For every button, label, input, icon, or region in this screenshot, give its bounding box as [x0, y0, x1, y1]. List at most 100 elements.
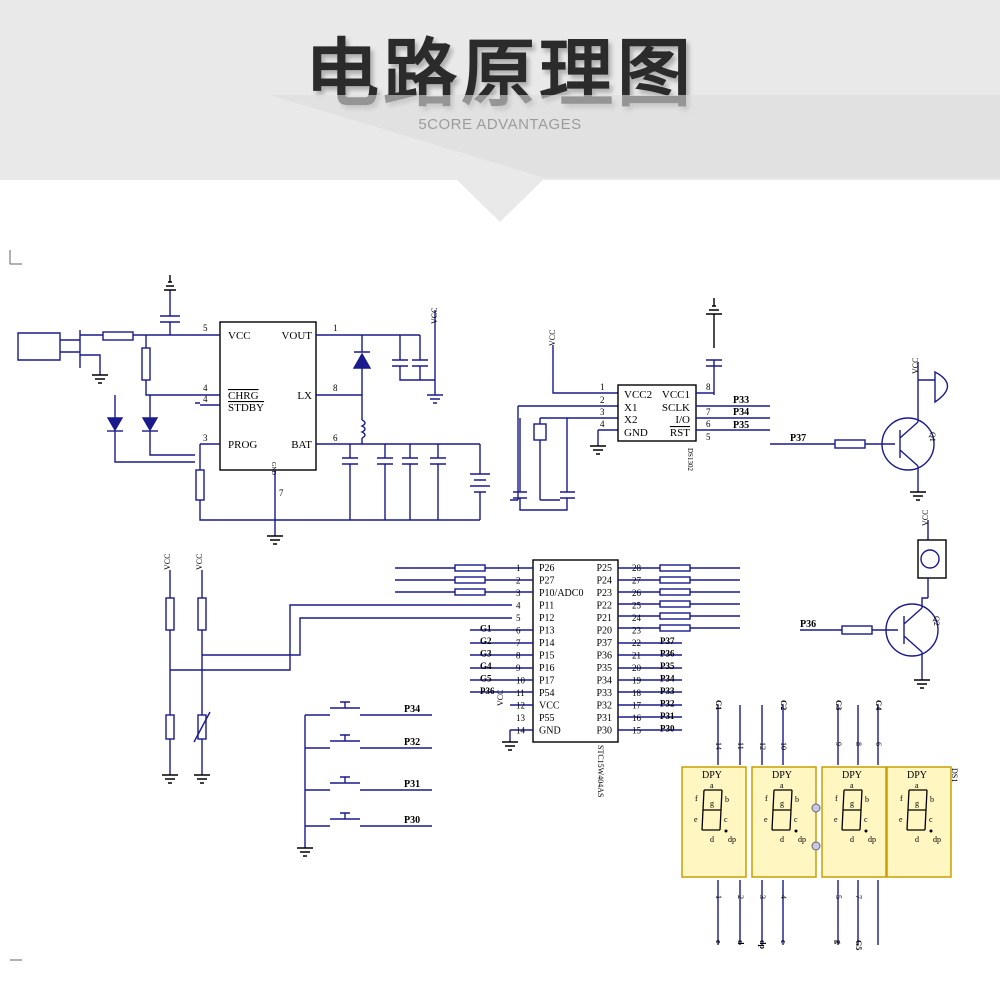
- u3-net-right-7: P37: [660, 636, 675, 646]
- u1-pin-num-7: 7: [279, 488, 284, 498]
- segment-letter-a: a: [915, 781, 919, 790]
- segment-f: [907, 789, 910, 811]
- u1-pin-vout: VOUT: [281, 330, 312, 342]
- segment-letter-d: d: [850, 835, 854, 844]
- segment-dp: [724, 829, 728, 833]
- u3-net-right-14: P30: [660, 724, 675, 734]
- segment-letter-b: b: [795, 795, 799, 804]
- u3-pin-right-11: P33: [596, 688, 612, 699]
- u3-pin-right-3: P23: [596, 588, 612, 599]
- segment-letter-c: c: [724, 815, 728, 824]
- segment-letter-dp: dp: [728, 835, 736, 844]
- segment-letter-dp: dp: [933, 835, 941, 844]
- display-bottom-net-2: d: [736, 940, 745, 945]
- u1-pin-prog: PROG: [228, 439, 257, 451]
- button-net-p30[interactable]: P30: [404, 815, 420, 826]
- u3-pin-num-left-5: 5: [516, 613, 521, 623]
- button-net-p34[interactable]: P34: [404, 704, 420, 715]
- u2-pin-x2: X2: [624, 414, 637, 426]
- u3-pin-num-left-13: 13: [516, 713, 526, 723]
- segment-b: [790, 789, 793, 811]
- segment-c: [719, 809, 722, 831]
- u3-pin-left-4: P11: [539, 601, 554, 612]
- segment-letter-g: g: [915, 799, 919, 808]
- segment-letter-g: g: [850, 799, 854, 808]
- segment-dp: [864, 829, 868, 833]
- u2-pin-vcc2: VCC2: [624, 389, 652, 401]
- u3-pin-num-left-2: 2: [516, 576, 521, 586]
- u2-chip-labels: VCC2 X1 X2 GND VCC1 SCLK I/O RST 1 2 3 4…: [548, 330, 937, 472]
- button-net-p31[interactable]: P31: [404, 779, 420, 790]
- segment-f: [702, 789, 705, 811]
- u3-pin-num-right-10: 19: [632, 676, 642, 686]
- button-net-p32[interactable]: P32: [404, 737, 420, 748]
- segment-c: [924, 809, 927, 831]
- u3-part-name: STC15W404AS: [596, 745, 605, 797]
- colon-dot-top: [811, 803, 821, 813]
- segment-letter-b: b: [725, 795, 729, 804]
- sensor-section: [162, 570, 512, 784]
- segment-e: [906, 809, 909, 831]
- u3-pin-num-right-11: 18: [632, 688, 642, 698]
- q1-net-p37: P37: [790, 433, 806, 444]
- segment-letter-a: a: [780, 781, 784, 790]
- u3-net-right-10: P34: [660, 674, 675, 684]
- u3-pin-right-12: P32: [596, 701, 612, 712]
- u2-pin-num-5: 5: [706, 432, 711, 442]
- u3-net-left-11: P36: [480, 686, 495, 696]
- segment-c: [789, 809, 792, 831]
- segment-letter-e: e: [694, 815, 698, 824]
- u3-pin-num-left-14: 14: [516, 726, 526, 736]
- u1-pin-num-5: 5: [203, 323, 208, 333]
- u3-net-right-8: P36: [660, 649, 675, 659]
- u3-net-left-8: G3: [480, 649, 492, 659]
- segment-b: [925, 789, 928, 811]
- u3-chip-labels: P261P272P10/ADC03P114P125P136G1P147G2P15…: [480, 563, 675, 797]
- display-bottom-pin-2: 2: [736, 895, 745, 899]
- display-top-pin-6: 8: [854, 742, 863, 746]
- u2-pin-gnd: GND: [624, 427, 648, 439]
- display-top-net-2: G2: [779, 700, 788, 710]
- u3-pin-num-right-12: 17: [632, 701, 642, 711]
- u2-pin-x1: X1: [624, 402, 637, 414]
- u3-net-left-10: G5: [480, 674, 492, 684]
- u3-net-right-12: P32: [660, 699, 675, 709]
- segment-letter-f: f: [695, 794, 698, 803]
- q2-net-p36: P36: [800, 619, 816, 630]
- segment-letter-e: e: [834, 815, 838, 824]
- motor-section: [800, 520, 947, 689]
- display-part-label: DS1: [950, 768, 959, 782]
- u3-pin-num-left-6: 6: [516, 626, 521, 636]
- display-bottom-pin-5: 5: [834, 895, 843, 899]
- segment-letter-c: c: [864, 815, 868, 824]
- segment-letter-e: e: [764, 815, 768, 824]
- segment-dp: [929, 829, 933, 833]
- u2-net-p34: P34: [733, 407, 749, 418]
- u3-pin-left-6: P13: [539, 626, 555, 637]
- segment-e: [771, 809, 774, 831]
- u3-pin-num-right-1: 28: [632, 563, 642, 573]
- digit-body: [681, 766, 747, 878]
- u3-pin-right-5: P21: [596, 613, 612, 624]
- segment-letter-e: e: [899, 815, 903, 824]
- u3-net-left-9: G4: [480, 661, 492, 671]
- segment-letter-c: c: [929, 815, 933, 824]
- u2-pin-num-2: 2: [600, 395, 605, 405]
- u2-vcc-label: VCC: [548, 330, 557, 346]
- segment-letter-f: f: [900, 794, 903, 803]
- segment-e: [701, 809, 704, 831]
- colon-dot-bottom: [811, 841, 821, 851]
- display-bottom-pin-3: 3: [758, 895, 767, 899]
- u3-pin-left-14: GND: [539, 726, 561, 737]
- u3-pin-num-right-3: 26: [632, 588, 642, 598]
- u2-part-name: DS1302: [686, 448, 694, 471]
- segment-e: [841, 809, 844, 831]
- segment-letter-g: g: [780, 799, 784, 808]
- segment-b: [720, 789, 723, 811]
- display-bottom-net-5: g: [834, 940, 843, 944]
